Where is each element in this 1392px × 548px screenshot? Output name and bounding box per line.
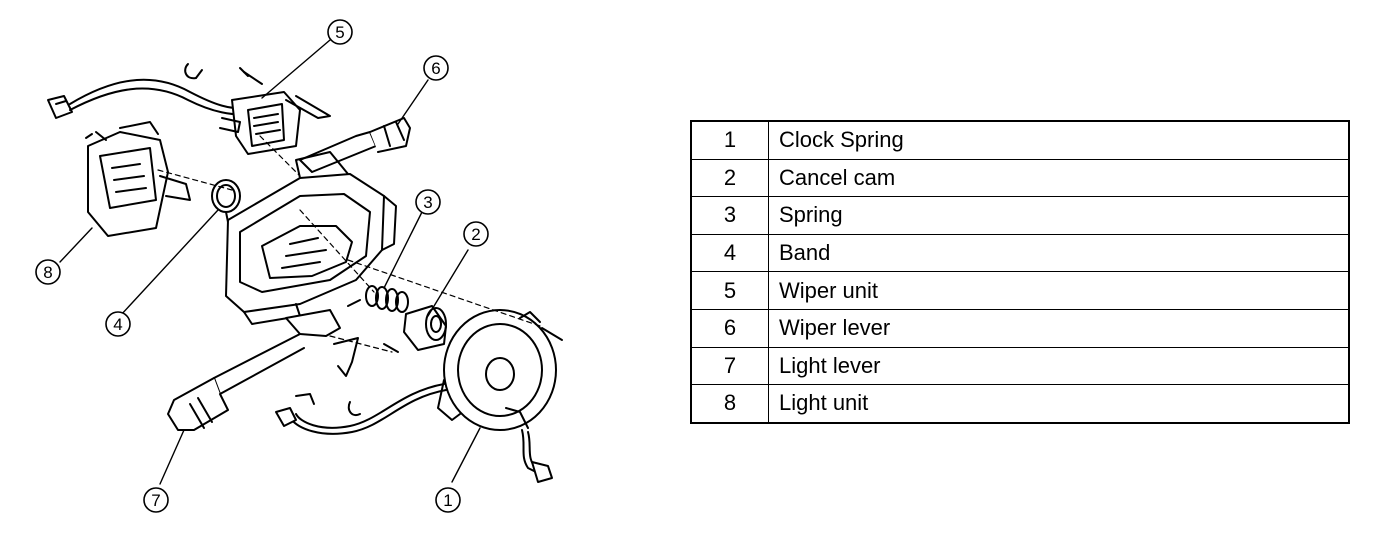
part-number: 7 <box>690 346 769 386</box>
light-unit <box>85 121 191 237</box>
lower-harness <box>275 383 553 483</box>
clock-spring <box>437 309 557 431</box>
callout-8-badge: 8 <box>35 259 61 285</box>
callout-badges: 5 6 3 2 8 4 7 1 <box>35 19 489 513</box>
part-name: Cancel cam <box>768 158 1350 198</box>
part-name: Light unit <box>768 384 1350 424</box>
part-number: 5 <box>690 271 769 310</box>
svg-text:4: 4 <box>113 315 122 334</box>
part-name: Wiper unit <box>768 271 1350 310</box>
wiper-unit <box>219 67 331 155</box>
part-name: Wiper lever <box>768 308 1350 348</box>
wiper-lever <box>299 117 411 173</box>
callout-4-badge: 4 <box>105 311 131 337</box>
svg-text:6: 6 <box>431 59 440 78</box>
light-lever <box>167 309 359 431</box>
parts-legend-table: 1 Clock Spring 2 Cancel cam 3 Spring 4 B… <box>690 120 1350 424</box>
svg-text:2: 2 <box>471 225 480 244</box>
callout-leaders <box>59 39 481 485</box>
svg-text:7: 7 <box>151 491 160 510</box>
cancel-cam <box>403 305 447 351</box>
switch-body <box>225 151 397 325</box>
svg-text:5: 5 <box>335 23 344 42</box>
svg-text:3: 3 <box>423 193 432 212</box>
exploded-view-diagram: 5 6 3 2 8 4 7 1 <box>0 0 660 548</box>
part-number: 3 <box>690 196 769 235</box>
part-number: 8 <box>690 384 769 424</box>
callout-3-badge: 3 <box>415 189 441 215</box>
part-name: Clock Spring <box>768 120 1350 160</box>
callout-6-badge: 6 <box>423 55 449 81</box>
table-row: 1 Clock Spring <box>690 120 1350 160</box>
table-row: 5 Wiper unit <box>690 271 1350 310</box>
part-number: 6 <box>690 308 769 348</box>
part-name: Light lever <box>768 346 1350 386</box>
svg-text:1: 1 <box>443 491 452 510</box>
spring-part <box>365 285 409 313</box>
table-row: 4 Band <box>690 233 1350 273</box>
callout-5-badge: 5 <box>327 19 353 45</box>
assembly-lines <box>157 135 541 353</box>
table-row: 3 Spring <box>690 196 1350 235</box>
upper-harness <box>47 63 253 119</box>
part-number: 1 <box>690 120 769 160</box>
table-row: 7 Light lever <box>690 346 1350 386</box>
screws <box>347 299 563 353</box>
table-row: 8 Light unit <box>690 384 1350 424</box>
part-name: Band <box>768 233 1350 273</box>
table-row: 2 Cancel cam <box>690 158 1350 198</box>
part-number: 2 <box>690 158 769 198</box>
callout-2-badge: 2 <box>463 221 489 247</box>
svg-text:8: 8 <box>43 263 52 282</box>
part-name: Spring <box>768 196 1350 235</box>
callout-1-badge: 1 <box>435 487 461 513</box>
part-number: 4 <box>690 233 769 273</box>
callout-7-badge: 7 <box>143 487 169 513</box>
table-row: 6 Wiper lever <box>690 308 1350 348</box>
combination-switch-drawing: 5 6 3 2 8 4 7 1 <box>35 19 563 513</box>
